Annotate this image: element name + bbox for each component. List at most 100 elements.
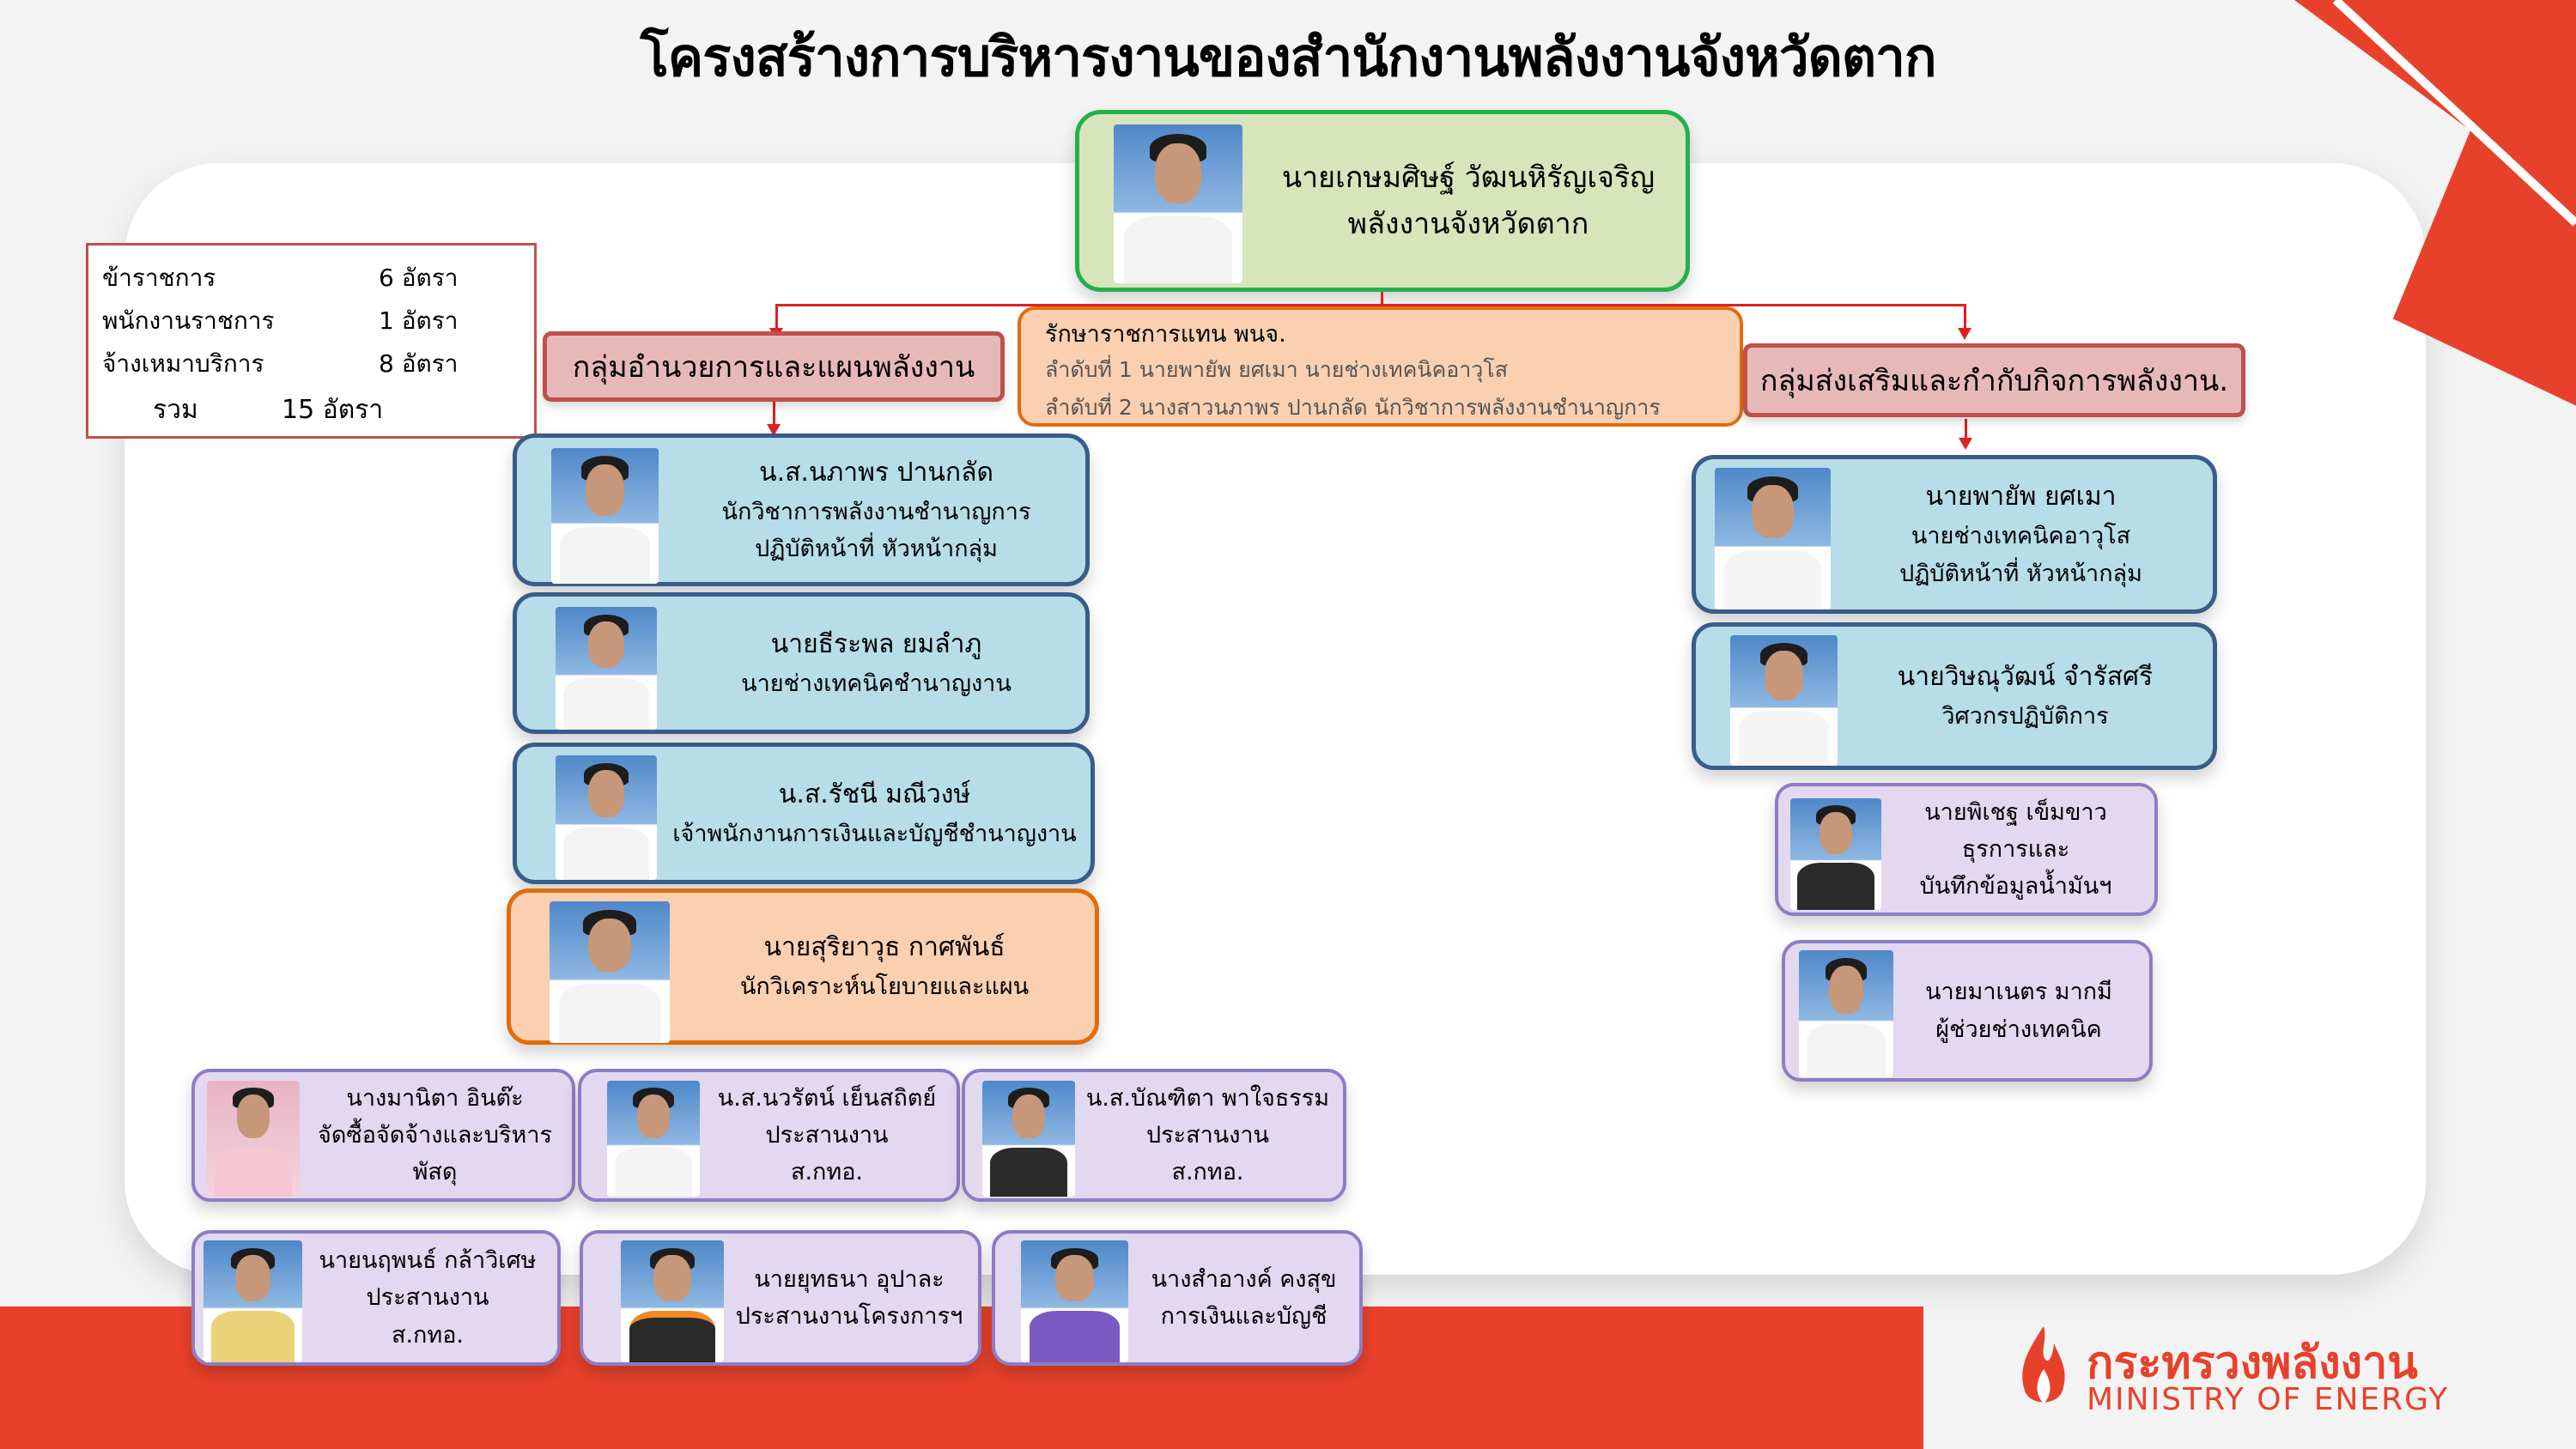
ministry-name-thai: กระทรวงพลังงาน — [2087, 1337, 2418, 1389]
staff-position: ผู้ช่วยช่างเทคนิค — [1935, 1016, 2102, 1043]
contract-staff-card: น.ส.นวรัตน์ เย็นสถิตย์ ประสานงาน ส.กทอ. — [578, 1069, 960, 1202]
staff-photo — [556, 607, 657, 730]
acting-line-2: ลำดับที่ 2 นางสาวนภาพร ปานกลัด นักวิชากา… — [1045, 395, 1661, 420]
group-left-header: กลุ่มอำนวยการและแผนพลังงาน — [543, 331, 1005, 402]
head-position: พลังงานจังหวัดตาก — [1347, 207, 1589, 241]
connector-line — [1381, 292, 1383, 306]
staff-photo — [607, 1081, 700, 1197]
staff-name: นางสำอางค์ คงสุข — [1151, 1265, 1337, 1293]
staff-name: นายมาเนตร มากมี — [1925, 979, 2112, 1006]
staff-position: นักวิชาการพลังงานชำนาญการ — [721, 498, 1031, 525]
staff-summary-box: ข้าราชการ 6 อัตรา พนักงานราชการ 1 อัตรา … — [86, 243, 537, 439]
summary-label: ข้าราชการ — [102, 264, 216, 292]
staff-photo — [1799, 950, 1893, 1077]
contract-staff-card: นายยุทธนา อุปาละ ประสานงานโครงการฯ — [580, 1230, 981, 1366]
staff-position: บันทึกข้อมูลน้ำมันฯ — [1919, 873, 2112, 900]
staff-position: ส.กทอ. — [790, 1159, 863, 1186]
staff-position: ประสานงานโครงการฯ — [735, 1303, 963, 1330]
staff-position: ประสานงาน — [1145, 1121, 1270, 1149]
connector-line — [1964, 304, 1966, 330]
staff-photo — [1021, 1240, 1128, 1362]
staff-position: ปฏิบัติหน้าที่ หัวหน้ากลุ่ม — [1899, 560, 2142, 587]
staff-position: การเงินและบัญชี — [1160, 1303, 1327, 1330]
staff-position: พัสดุ — [412, 1159, 458, 1186]
staff-photo — [982, 1081, 1075, 1197]
staff-photo — [1730, 635, 1838, 766]
page-title: โครงสร้างการบริหารงานของสำนักงานพลังงานจ… — [640, 26, 1936, 88]
staff-position: ปฏิบัติหน้าที่ หัวหน้ากลุ่ม — [755, 536, 998, 562]
staff-card: นายวิษณุวัฒน์ จำรัสศรี วิศวกรปฏิบัติการ — [1692, 622, 2217, 770]
group-left-label: กลุ่มอำนวยการและแผนพลังงาน — [572, 350, 975, 385]
staff-name: นายพายัพ ยศเมา — [1925, 482, 2117, 512]
staff-position: ประสานงาน — [366, 1284, 489, 1312]
acting-director-box: รักษาราชการแทน พนจ. ลำดับที่ 1 นายพายัพ … — [1018, 306, 1743, 427]
staff-name: น.ส.บัณฑิตา พาใจธรรม — [1085, 1084, 1330, 1112]
summary-count: 15 — [282, 395, 315, 425]
staff-card: น.ส.รัชนี มณีวงษ์ เจ้าพนักงานการเงินและบ… — [513, 743, 1095, 884]
staff-card: น.ส.นภาพร ปานกลัด นักวิชาการพลังงานชำนาญ… — [513, 433, 1090, 586]
arrow-down-icon — [767, 424, 781, 436]
summary-count: 1 — [379, 306, 394, 335]
summary-label: รวม — [153, 395, 198, 425]
head-photo — [1114, 124, 1242, 283]
staff-card-peach: นายสุริยาวุธ กาศพันธ์ นักวิเคราะห์นโยบาย… — [507, 888, 1099, 1045]
staff-name: นายพิเชฐ เข็มขาว — [1924, 798, 2107, 826]
summary-label: พนักงานราชการ — [102, 306, 275, 335]
staff-position: นายช่างเทคนิคอาวุโส — [1911, 523, 2131, 550]
ministry-name-english: MINISTRY OF ENERGY — [2087, 1382, 2450, 1417]
connector-line — [775, 304, 778, 330]
ministry-flame-logo-icon — [2022, 1326, 2065, 1404]
head-box: นายเกษมศิษฐ์ วัฒนหิรัญเจริญ พลังงานจังหว… — [1075, 110, 1690, 292]
staff-position: วิศวกรปฏิบัติการ — [1941, 703, 2109, 731]
arrow-down-icon — [1958, 328, 1971, 340]
contract-staff-card: นางสำอางค์ คงสุข การเงินและบัญชี — [992, 1230, 1363, 1366]
connector-line — [775, 304, 1965, 306]
staff-position: นักวิเคราะห์นโยบายและแผน — [739, 973, 1030, 1001]
staff-name: นายธีระพล ยมลำภู — [770, 628, 982, 659]
staff-name: น.ส.นภาพร ปานกลัด — [759, 457, 993, 488]
contract-staff-card: นางมานิตา อินต๊ะ จัดซื้อจัดจ้างและบริหาร… — [191, 1069, 575, 1202]
summary-row: พนักงานราชการ 1 อัตรา — [102, 302, 459, 340]
head-name: นายเกษมศิษฐ์ วัฒนหิรัญเจริญ — [1281, 160, 1656, 195]
staff-photo — [1790, 798, 1881, 910]
staff-photo — [204, 1240, 302, 1362]
summary-row: จ้างเหมาบริการ 8 อัตรา — [102, 345, 459, 383]
staff-name: นายนฤพนธ์ กล้าวิเศษ — [319, 1247, 537, 1275]
staff-position: ประสานงาน — [765, 1121, 889, 1149]
staff-position: ส.กทอ. — [1171, 1159, 1244, 1186]
contract-staff-card: นายนฤพนธ์ กล้าวิเศษ ประสานงาน ส.กทอ. — [191, 1230, 561, 1366]
staff-name: น.ส.นวรัตน์ เย็นสถิตย์ — [717, 1084, 937, 1112]
summary-label: จ้างเหมาบริการ — [102, 349, 264, 378]
corner-white-stripe — [2332, 0, 2576, 227]
summary-count: 8 — [379, 349, 394, 378]
summary-unit: อัตรา — [401, 306, 459, 335]
summary-row: ข้าราชการ 6 อัตรา — [102, 259, 459, 297]
connector-line — [773, 400, 775, 426]
staff-photo — [551, 448, 659, 584]
summary-unit: อัตรา — [401, 264, 459, 292]
contract-staff-card: น.ส.บัณฑิตา พาใจธรรม ประสานงาน ส.กทอ. — [962, 1069, 1346, 1202]
staff-photo — [207, 1081, 300, 1197]
group-right-header: กลุ่มส่งเสริมและกำกับกิจการพลังงาน. — [1743, 343, 2245, 417]
staff-name: นายสุริยาวุธ กาศพันธ์ — [763, 932, 1005, 963]
summary-unit: อัตรา — [401, 349, 459, 378]
staff-card: นายธีระพล ยมลำภู นายช่างเทคนิคชำนาญงาน — [513, 592, 1090, 734]
arrow-down-icon — [1959, 438, 1972, 450]
contract-staff-card: นายมาเนตร มากมี ผู้ช่วยช่างเทคนิค — [1782, 940, 2153, 1082]
summary-row-total: รวม 15 อัตรา — [153, 390, 383, 430]
staff-name: น.ส.รัชนี มณีวงษ์ — [778, 779, 971, 809]
acting-title: รักษาราชการแทน พนจ. — [1045, 321, 1286, 348]
connector-line — [1965, 419, 1967, 438]
staff-card: นายพายัพ ยศเมา นายช่างเทคนิคอาวุโส ปฏิบั… — [1692, 455, 2217, 614]
staff-position: นายช่างเทคนิคชำนาญงาน — [741, 670, 1012, 697]
staff-position: ธุรการและ — [1961, 835, 2070, 863]
acting-line-1: ลำดับที่ 1 นายพายัพ ยศเมา นายช่างเทคนิคอ… — [1045, 357, 1508, 382]
group-right-label: กลุ่มส่งเสริมและกำกับกิจการพลังงาน. — [1759, 364, 2229, 398]
summary-count: 6 — [379, 264, 394, 292]
staff-position: จัดซื้อจัดจ้างและบริหาร — [318, 1121, 552, 1149]
staff-photo — [621, 1240, 724, 1362]
staff-name: นายยุทธนา อุปาละ — [754, 1265, 945, 1293]
staff-photo — [550, 901, 670, 1043]
staff-name: นายวิษณุวัฒน์ จำรัสศรี — [1897, 662, 2154, 693]
staff-position: เจ้าพนักงานการเงินและบัญชีชำนาญงาน — [672, 820, 1077, 847]
